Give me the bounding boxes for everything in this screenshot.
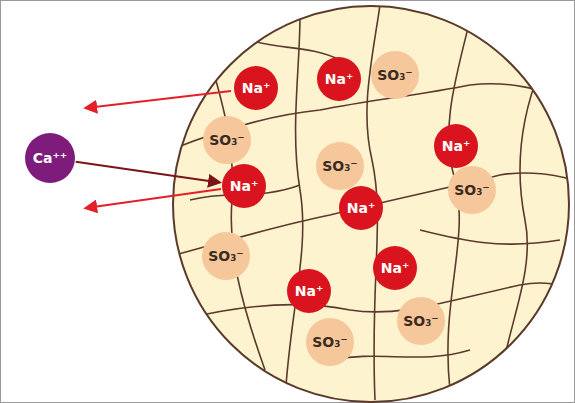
sulfonate-group: SO₃⁻ [316,142,364,190]
sulfonate-group: SO₃⁻ [203,116,251,164]
ion-label: Na⁺ [442,139,471,153]
exchange-arrow [76,162,220,183]
ion-label: Na⁺ [242,81,271,95]
sodium-ion: Na⁺ [434,124,478,168]
sodium-ion: Na⁺ [287,269,331,313]
ion-label: Ca⁺⁺ [33,151,68,165]
ion-label: SO₃⁻ [312,335,348,349]
sulfonate-group: SO₃⁻ [202,232,250,280]
sodium-ion: Na⁺ [234,66,278,110]
sulfonate-group: SO₃⁻ [306,318,354,366]
sodium-ion: Na⁺ [222,164,266,208]
sodium-ion: Na⁺ [373,246,417,290]
ion-label: SO₃⁻ [208,249,244,263]
ion-label: SO₃⁻ [403,314,439,328]
ion-label: Na⁺ [295,284,324,298]
mesh-line [250,40,340,60]
sodium-ion: Na⁺ [339,186,383,230]
ion-label: Na⁺ [347,201,376,215]
ion-label: SO₃⁻ [377,68,413,82]
calcium-ion: Ca⁺⁺ [25,133,75,183]
sulfonate-group: SO₃⁻ [397,297,445,345]
sodium-ion: Na⁺ [317,57,361,101]
mesh-line [420,230,560,244]
mesh-line [285,15,303,400]
release-arrow [86,91,231,108]
resin-bead [173,6,569,402]
ion-label: Na⁺ [325,72,354,86]
sulfonate-group: SO₃⁻ [371,51,419,99]
ion-label: Na⁺ [381,261,410,275]
sulfonate-group: SO₃⁻ [448,166,496,214]
ion-label: Na⁺ [230,179,259,193]
release-arrow [86,189,221,208]
ion-label: SO₃⁻ [322,159,358,173]
ion-label: SO₃⁻ [454,183,490,197]
ion-label: SO₃⁻ [209,133,245,147]
bead-outline [173,6,569,402]
